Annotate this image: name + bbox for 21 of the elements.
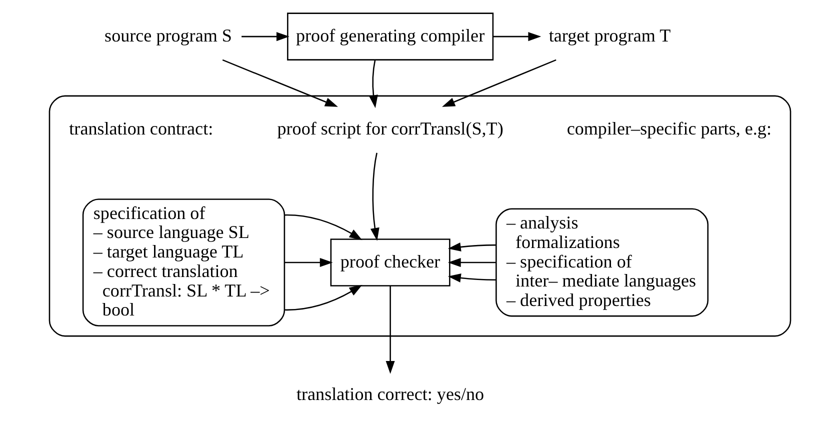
node-text: source program S	[104, 25, 232, 46]
node-text: translation correct: yes/no	[296, 384, 484, 404]
node-text: proof script for corrTransl(S,T)	[277, 118, 504, 138]
node-box: proof generating compiler	[287, 12, 494, 60]
arrow	[284, 284, 362, 311]
arrow	[242, 32, 290, 42]
arrow	[448, 258, 496, 267]
arrow	[222, 59, 338, 107]
node-box: specification of – source language SL – target language TL – correct translation corrTransl: SL * TL –> bool	[82, 198, 286, 326]
arrow	[386, 286, 395, 374]
arrow	[448, 273, 496, 282]
arrow	[442, 59, 556, 107]
arrow	[448, 242, 496, 252]
arrow	[493, 32, 542, 42]
node-box: – analysis formalizations – specification of inter– mediate languages – derived properties	[496, 208, 709, 317]
arrow	[368, 60, 378, 108]
node-box: proof checker	[330, 238, 450, 286]
arrow	[370, 152, 380, 241]
arrow	[284, 258, 333, 267]
node-text: target program T	[548, 25, 671, 46]
arrow	[284, 214, 362, 240]
